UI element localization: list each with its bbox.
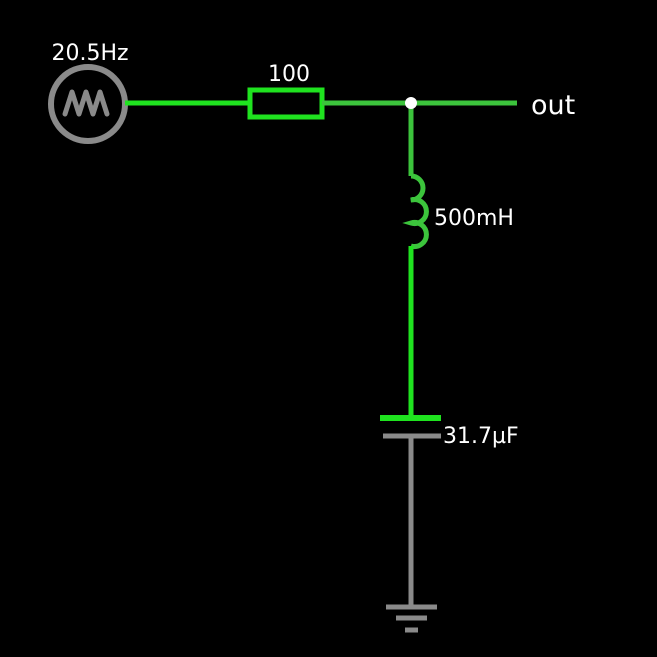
- ground-icon: [386, 604, 437, 633]
- capacitor-value-label: 31.7µF: [443, 424, 519, 449]
- inductor-value-label: 500mH: [434, 206, 514, 231]
- sine-wave-icon: [62, 89, 110, 117]
- junction-node: [405, 97, 417, 109]
- resistor-value-label: 100: [268, 62, 310, 87]
- output-label: out: [531, 90, 575, 121]
- source-frequency-label: 20.5Hz: [51, 41, 128, 66]
- inductor[interactable]: [402, 173, 429, 249]
